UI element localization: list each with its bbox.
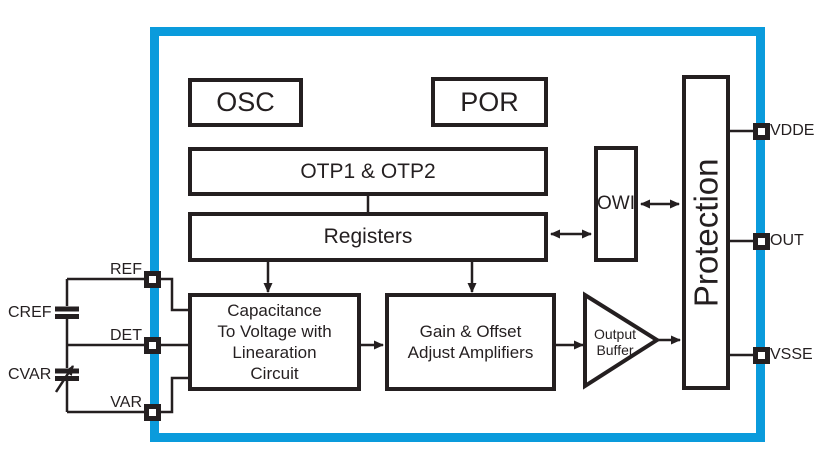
wire-ref <box>67 277 190 312</box>
block-protection-label: Protection <box>687 158 725 307</box>
component-label-cref: CREF <box>8 304 52 321</box>
pin-vsse <box>753 347 770 364</box>
pin-label-var: VAR <box>110 394 142 411</box>
pin-label-vdde: VDDE <box>770 122 815 139</box>
block-gain-offset-amplifiers: Gain & Offset Adjust Amplifiers <box>385 293 556 391</box>
pin-label-vsse: VSSE <box>770 346 813 363</box>
cvar-variable-arrow-icon <box>54 365 75 393</box>
pin-label-det: DET <box>110 327 142 344</box>
output-buffer-triangle <box>583 291 661 390</box>
block-por: POR <box>431 77 548 127</box>
component-label-cvar: CVAR <box>8 366 52 383</box>
block-owi: OWI <box>594 146 638 262</box>
block-registers: Registers <box>188 212 548 262</box>
pin-vdde <box>753 123 770 140</box>
wire-var <box>67 376 190 414</box>
pin-ref <box>144 271 161 288</box>
cref-capacitor-icon <box>55 306 79 319</box>
block-protection: Protection <box>682 75 730 390</box>
block-osc: OSC <box>188 78 303 127</box>
block-capacitance-to-voltage: Capacitance To Voltage with Linearation … <box>188 293 361 391</box>
pin-var <box>144 404 161 421</box>
pin-det <box>144 337 161 354</box>
block-otp: OTP1 & OTP2 <box>188 147 548 196</box>
pin-out <box>753 233 770 250</box>
pin-label-out: OUT <box>770 232 804 249</box>
pin-label-ref: REF <box>110 261 142 278</box>
block-output-buffer-label: Output Buffer <box>593 326 637 358</box>
